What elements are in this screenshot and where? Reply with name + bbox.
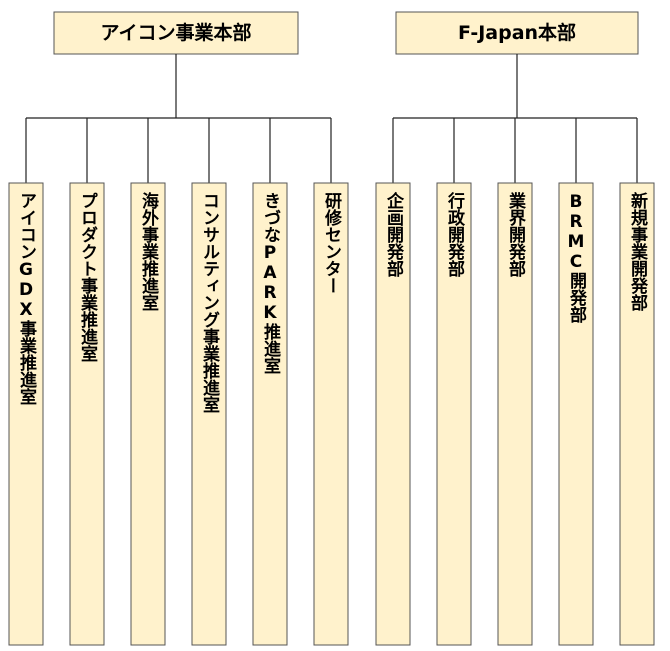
division-box: [395, 11, 639, 55]
department-node: BRMC開発部: [558, 182, 594, 646]
department-box: [375, 182, 411, 646]
department-box: [558, 182, 594, 646]
department-box: [497, 182, 533, 646]
department-label: プロダクト事業推進室: [77, 192, 98, 362]
division-f-japan: F-Japan本部 企画開発部 行政開発部 業界開発部 BRMC開発部 新規事業…: [375, 11, 655, 646]
department-label: きづなPARK推進室: [260, 192, 281, 374]
department-node: コンサルティング事業推進室: [191, 182, 227, 646]
department-box: [130, 182, 166, 646]
department-box: [8, 182, 44, 646]
division-title: アイコン事業本部: [100, 21, 251, 44]
division-title: F-Japan本部: [458, 21, 576, 44]
department-box: [191, 182, 227, 646]
department-box: [313, 182, 349, 646]
department-box: [619, 182, 655, 646]
department-node: プロダクト事業推進室: [69, 182, 105, 646]
department-box: [436, 182, 472, 646]
department-label: BRMC開発部: [566, 192, 588, 324]
division-box: [53, 11, 299, 55]
department-label: 新規事業開発部: [627, 191, 649, 312]
department-node: 研修センター: [313, 182, 349, 646]
department-label: 行政開発部: [444, 191, 466, 278]
department-box: [69, 182, 105, 646]
department-label: 業界開発部: [505, 191, 527, 278]
department-node: 海外事業推進室: [130, 182, 166, 646]
department-node: 業界開発部: [497, 182, 533, 646]
department-node: 行政開発部: [436, 182, 472, 646]
department-node: きづなPARK推進室: [252, 182, 288, 646]
department-node: 企画開発部: [375, 182, 411, 646]
division-icon-business: アイコン事業本部 アイコンGDX事業推進室 プロダクト事業推進室 海外事業推進室…: [8, 11, 349, 646]
department-label: 海外事業推進室: [138, 191, 159, 311]
department-label: コンサルティング事業推進室: [199, 192, 220, 413]
department-label: アイコンGDX事業推進室: [16, 192, 37, 405]
department-node: アイコンGDX事業推進室: [8, 182, 44, 646]
department-node: 新規事業開発部: [619, 182, 655, 646]
department-label: 企画開発部: [383, 191, 405, 278]
department-box: [252, 182, 288, 646]
department-label: 研修センター: [321, 192, 343, 294]
